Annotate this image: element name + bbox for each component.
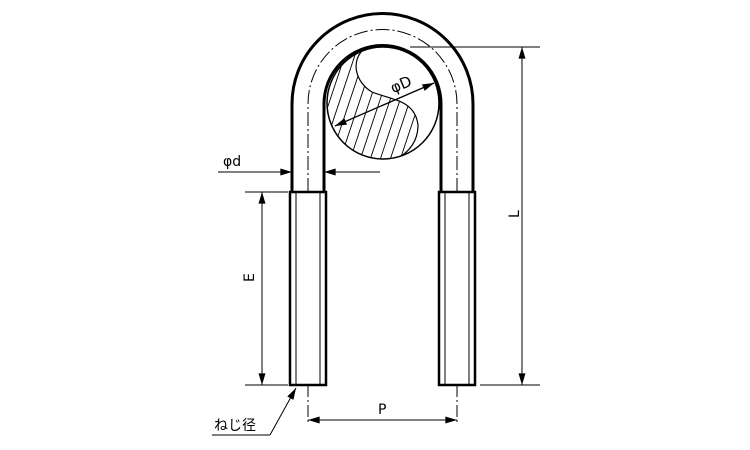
thread-length-dimension [245,191,288,386]
centerline [307,29,458,192]
pipe-diameter-dimension [334,82,435,127]
threaded-leg-right [437,190,477,425]
u-bolt-body [290,12,475,192]
thread-size-label: ねじ径 [214,418,256,434]
hatching [327,47,439,159]
threaded-leg-left [288,190,328,425]
length-label: L [507,210,523,218]
rod-diameter-label: φd [223,154,241,170]
length-dimension [410,46,540,386]
pitch-label: P [378,402,386,418]
thread-length-label: E [242,273,258,282]
pipe-section: φD [326,46,440,160]
thread-size-leader [212,387,297,436]
